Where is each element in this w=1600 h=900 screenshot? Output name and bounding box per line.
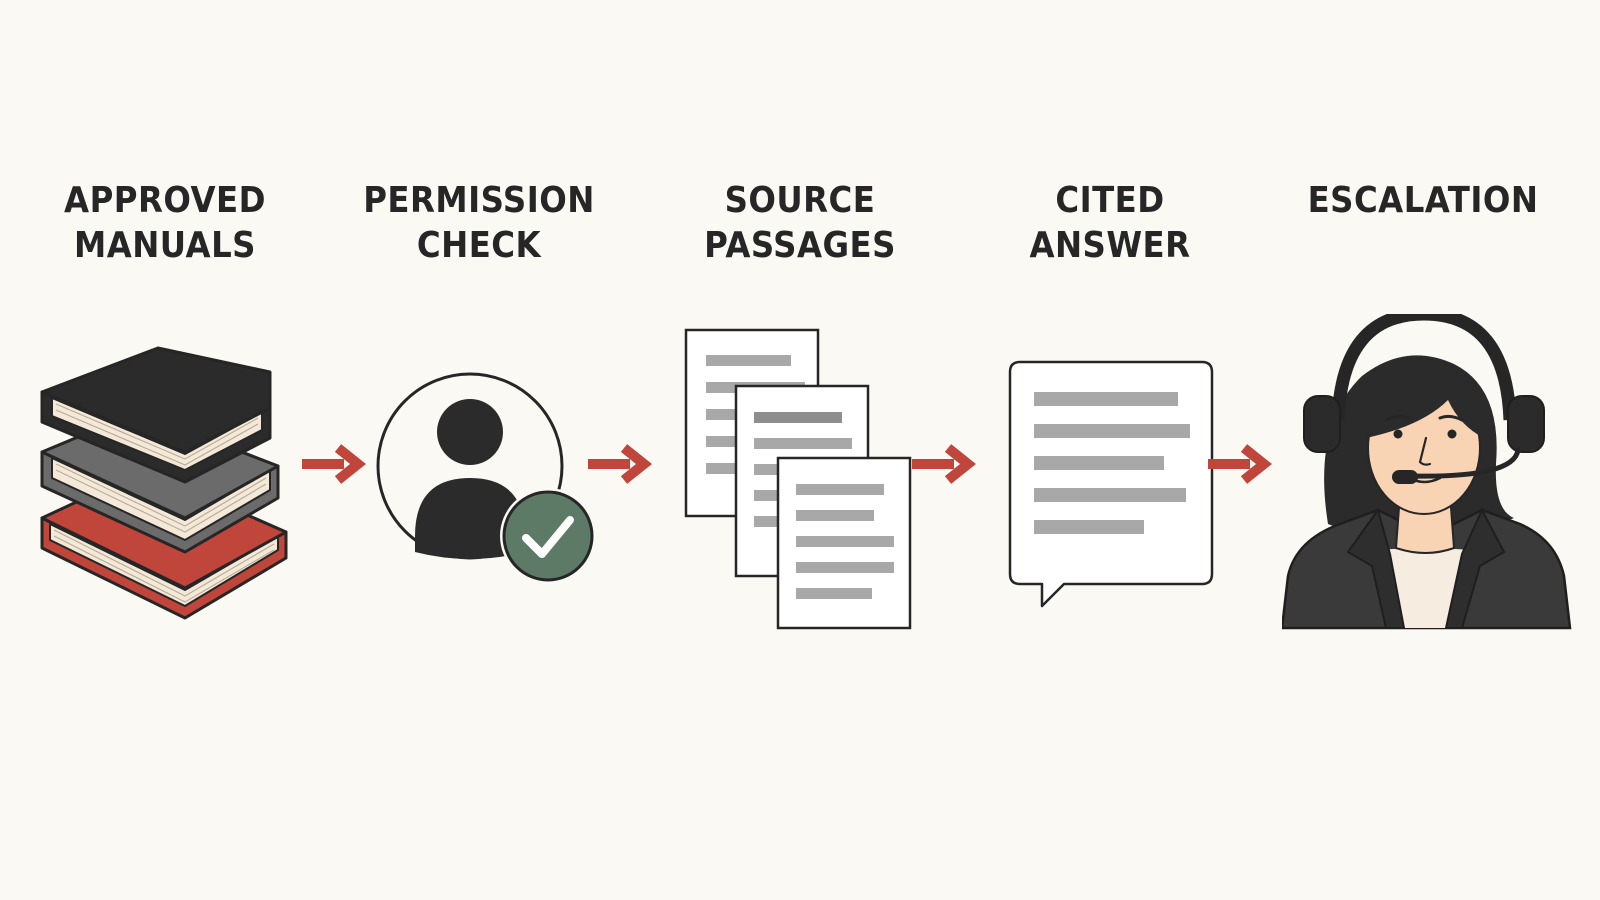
step-label-escalation: ESCALATION [1307,180,1539,221]
step-label-permission-check: PERMISSION CHECK [363,180,595,266]
right-arrow-icon [912,444,976,484]
right-arrow-icon [588,444,652,484]
right-arrow-icon [302,444,366,484]
right-arrow-icon [1208,444,1272,484]
user-check-icon [376,372,596,584]
speech-bubble-icon [1008,360,1214,608]
support-agent-icon [1282,314,1572,630]
step-label-approved-manuals: APPROVED MANUALS [64,180,266,266]
step-label-source-passages: SOURCE PASSAGES [704,180,896,266]
documents-icon [684,328,912,630]
book-stack-icon [40,346,288,620]
step-label-cited-answer: CITED ANSWER [1029,180,1191,266]
check-badge-icon [500,488,596,584]
